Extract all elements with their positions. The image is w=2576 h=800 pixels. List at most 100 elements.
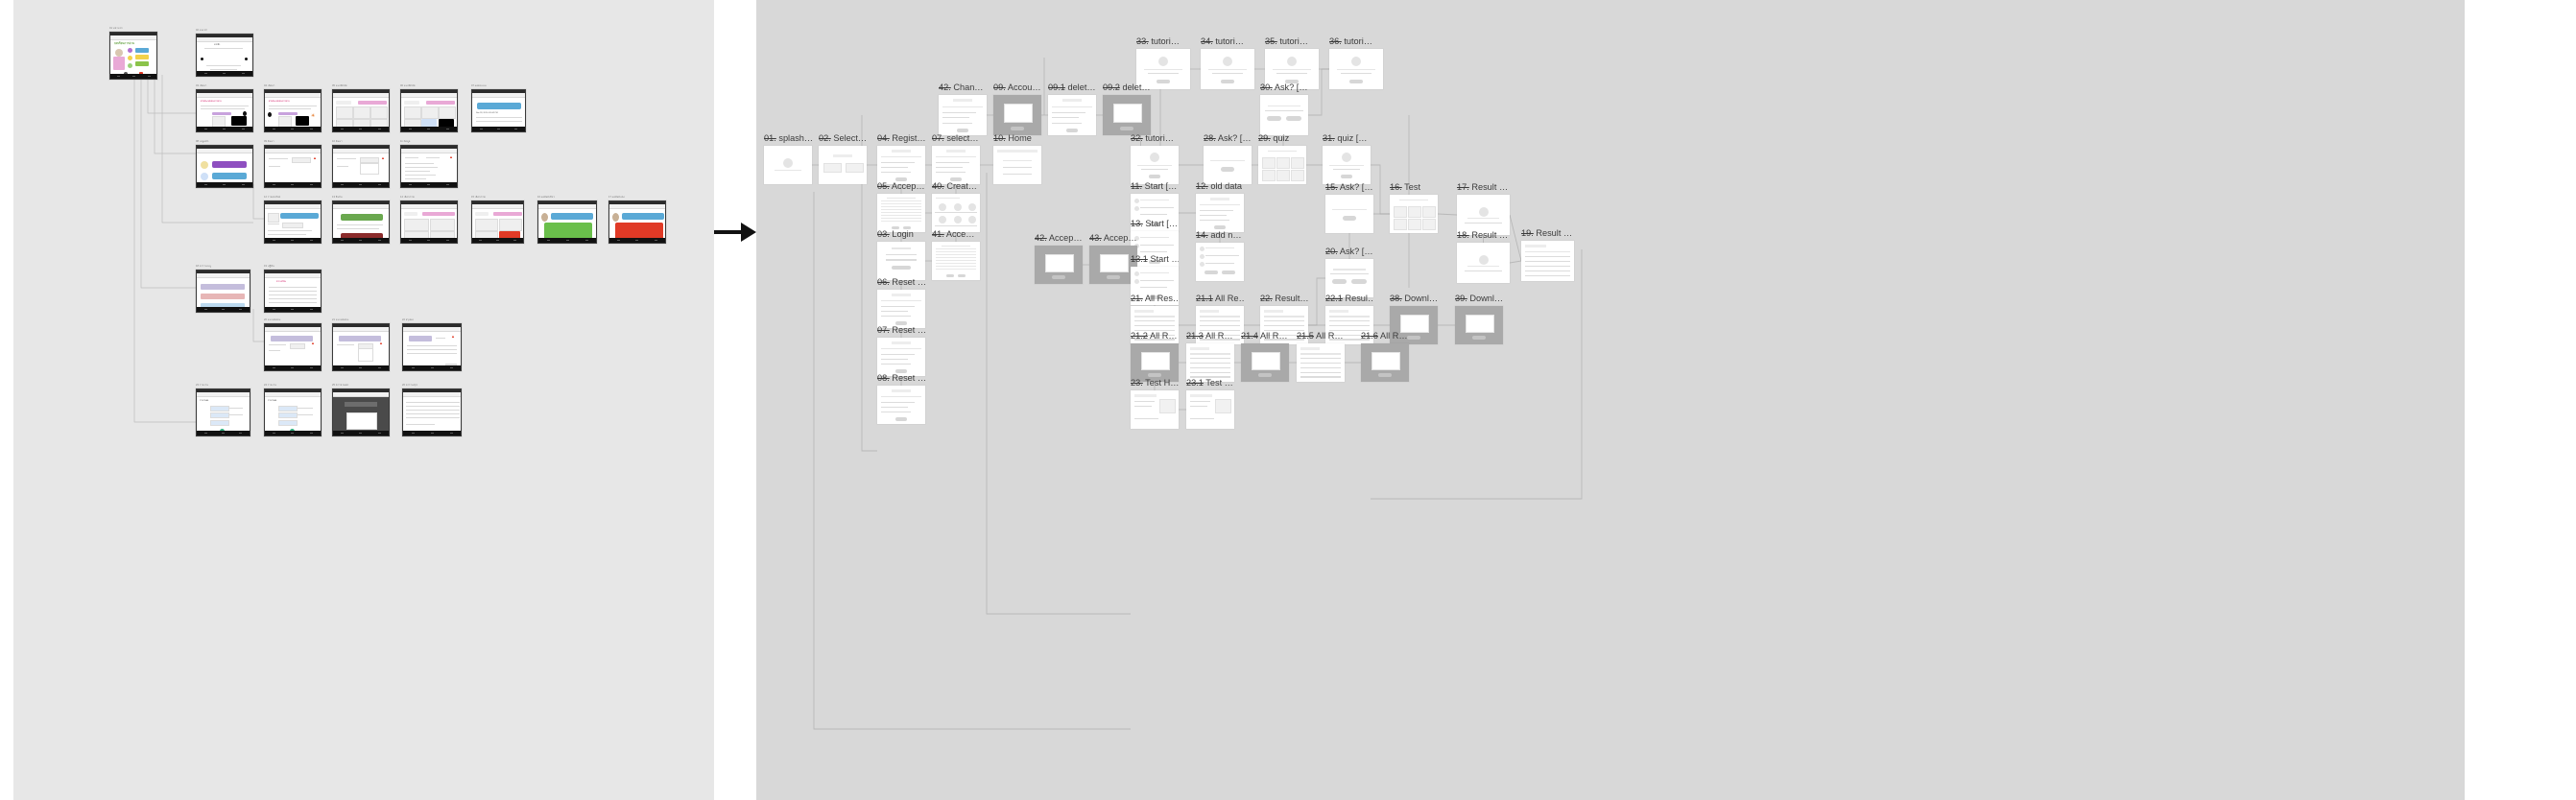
- flow-node[interactable]: 21.2 All R…: [1131, 331, 1179, 382]
- left-screen-device[interactable]: ตารางเรียน: [264, 270, 322, 313]
- flow-node[interactable]: 01. splash…: [764, 133, 812, 184]
- left-screen-device[interactable]: ▲: [264, 323, 322, 371]
- left-screen-card[interactable]: 22 สรุปผล ▲: [402, 318, 462, 371]
- flow-node-frame[interactable]: [877, 146, 925, 184]
- flow-node[interactable]: 17. Result …: [1457, 182, 1510, 235]
- left-screen-device[interactable]: ส่วนประกอบของการอ่าน: [196, 89, 253, 132]
- left-screen-card[interactable]: 11 ข้อมูล ▲: [400, 140, 458, 188]
- flow-node-frame[interactable]: [1258, 146, 1306, 184]
- flow-node[interactable]: 23. Test H…: [1131, 378, 1179, 429]
- flow-node-frame[interactable]: [1131, 267, 1179, 305]
- flow-node[interactable]: 10. Home: [993, 133, 1041, 184]
- flow-node[interactable]: 05. Accep…: [877, 181, 925, 232]
- flow-node-frame[interactable]: [1131, 306, 1179, 344]
- left-screen-device[interactable]: [332, 200, 390, 244]
- left-screen-card[interactable]: 09 ค้นหา ▲: [264, 140, 322, 188]
- left-screen-device[interactable]: [471, 200, 524, 244]
- flow-node[interactable]: 02. Select…: [819, 133, 867, 184]
- flow-node-frame[interactable]: [932, 146, 980, 184]
- left-screen-card[interactable]: 07 ผลคะแนน Nov 28, 2019 4:05:02 PM: [471, 84, 526, 132]
- flow-node-frame[interactable]: [1136, 49, 1190, 89]
- left-screen-card[interactable]: 24 รายงาน รายงานผล: [264, 384, 322, 436]
- flow-node[interactable]: 09. Accou…: [993, 82, 1041, 135]
- left-screen-card[interactable]: 01 หน้าแรก บทเรียนการอ่าน: [109, 27, 157, 80]
- flow-node-frame[interactable]: [1361, 343, 1409, 382]
- flow-node[interactable]: 31. quiz […: [1323, 133, 1371, 184]
- flow-node-frame[interactable]: [1131, 231, 1179, 270]
- flow-node-frame[interactable]: [1390, 306, 1438, 344]
- flow-node-frame[interactable]: [1131, 390, 1179, 429]
- left-screen-card[interactable]: 21 แบบทดสอบ ▲: [332, 318, 390, 371]
- flow-node-frame[interactable]: [877, 194, 925, 232]
- left-screen-device[interactable]: บทเรียนการอ่าน: [109, 32, 157, 80]
- flow-node-frame[interactable]: [1325, 306, 1373, 344]
- left-screen-device[interactable]: รายงานผล: [196, 388, 250, 436]
- flow-node[interactable]: 39. Downl…: [1455, 294, 1503, 344]
- flow-node-frame[interactable]: [819, 146, 867, 184]
- left-screen-device[interactable]: [196, 145, 253, 188]
- flow-node[interactable]: 13.1 Start …: [1131, 254, 1179, 305]
- flow-node-frame[interactable]: [1196, 194, 1244, 232]
- flow-node-frame[interactable]: [1186, 390, 1234, 429]
- flow-node-frame[interactable]: [1329, 49, 1383, 89]
- flow-node-frame[interactable]: [1131, 343, 1179, 382]
- flow-node[interactable]: 41. Acce…: [932, 229, 980, 280]
- left-screen-device[interactable]: [400, 200, 458, 244]
- left-screen-device[interactable]: [537, 200, 597, 244]
- flow-node[interactable]: 34. tutori…: [1201, 36, 1254, 89]
- flow-node[interactable]: 22. Result…: [1260, 294, 1308, 344]
- left-screen-device[interactable]: [400, 89, 458, 132]
- flow-node-frame[interactable]: [1521, 241, 1574, 281]
- flow-node-frame[interactable]: [1457, 195, 1510, 235]
- flow-node-frame[interactable]: [877, 242, 925, 280]
- left-screen-card[interactable]: 26 ตารางสรุป: [402, 384, 462, 436]
- flow-node[interactable]: 42. Accep…: [1035, 233, 1083, 284]
- flow-node[interactable]: 06. Reset …: [877, 277, 925, 328]
- left-screen-device[interactable]: ▲: [332, 323, 390, 371]
- left-screen-card[interactable]: 04 เนื้อหา ส่วนประกอบของการอ่าน ✳: [264, 84, 322, 132]
- flow-node-frame[interactable]: [1325, 259, 1373, 297]
- flow-node[interactable]: 07. select…: [932, 133, 980, 184]
- left-screen-card[interactable]: 05 แบบฝึกหัด: [332, 84, 390, 132]
- flow-node[interactable]: 16. Test: [1390, 182, 1438, 233]
- flow-node[interactable]: 28. Ask? […: [1204, 133, 1252, 184]
- flow-node-frame[interactable]: [1265, 49, 1319, 89]
- flow-node-frame[interactable]: [1260, 95, 1308, 135]
- flow-node[interactable]: 14. add n…: [1196, 230, 1244, 281]
- flow-node[interactable]: 11. Start […: [1131, 181, 1179, 232]
- left-screen-device[interactable]: แบบฝึก: [196, 34, 253, 77]
- left-screen-device[interactable]: [608, 200, 666, 244]
- flow-node-frame[interactable]: [1390, 195, 1438, 233]
- flow-node[interactable]: 29. quiz: [1258, 133, 1306, 184]
- flow-node[interactable]: 23.1 Test …: [1186, 378, 1234, 429]
- flow-node[interactable]: 21.6 All R…: [1361, 331, 1409, 382]
- flow-node-frame[interactable]: [877, 338, 925, 376]
- left-screen-card[interactable]: 23 รายงาน รายงานผล: [196, 384, 250, 436]
- flow-node-frame[interactable]: [877, 290, 925, 328]
- flow-node[interactable]: 35. tutori…: [1265, 36, 1319, 89]
- flow-node[interactable]: 36. tutori…: [1329, 36, 1383, 89]
- flow-node-frame[interactable]: [1297, 343, 1345, 382]
- flow-node[interactable]: 32. tutori…: [1131, 133, 1179, 184]
- flow-node-frame[interactable]: [932, 194, 980, 232]
- flow-node-frame[interactable]: [1103, 95, 1151, 135]
- flow-node-frame[interactable]: [1196, 306, 1244, 344]
- flow-node[interactable]: 09.1 delet…: [1048, 82, 1096, 135]
- flow-node-frame[interactable]: [1131, 146, 1179, 184]
- flow-node-frame[interactable]: [764, 146, 812, 184]
- flow-node-frame[interactable]: [1201, 49, 1254, 89]
- flow-node[interactable]: 30. Ask? […: [1260, 82, 1308, 135]
- flow-node-frame[interactable]: [1035, 246, 1083, 284]
- left-screen-card[interactable]: 15 เลือกภาพ: [471, 196, 524, 244]
- left-screen-device[interactable]: ▲: [264, 145, 322, 188]
- flow-node-frame[interactable]: [1204, 146, 1252, 184]
- flow-node-frame[interactable]: [1455, 306, 1503, 344]
- flow-node[interactable]: 21.3 All R…: [1186, 331, 1234, 382]
- flow-node-frame[interactable]: [1196, 243, 1244, 281]
- flow-node-frame[interactable]: [1186, 343, 1234, 382]
- flow-node-frame[interactable]: [1457, 243, 1510, 283]
- flow-node[interactable]: 20. Ask? […: [1325, 247, 1373, 297]
- flow-node[interactable]: 21.5 All R…: [1297, 331, 1345, 382]
- flow-node-frame[interactable]: [939, 95, 987, 135]
- flow-node[interactable]: 33. tutori…: [1136, 36, 1190, 89]
